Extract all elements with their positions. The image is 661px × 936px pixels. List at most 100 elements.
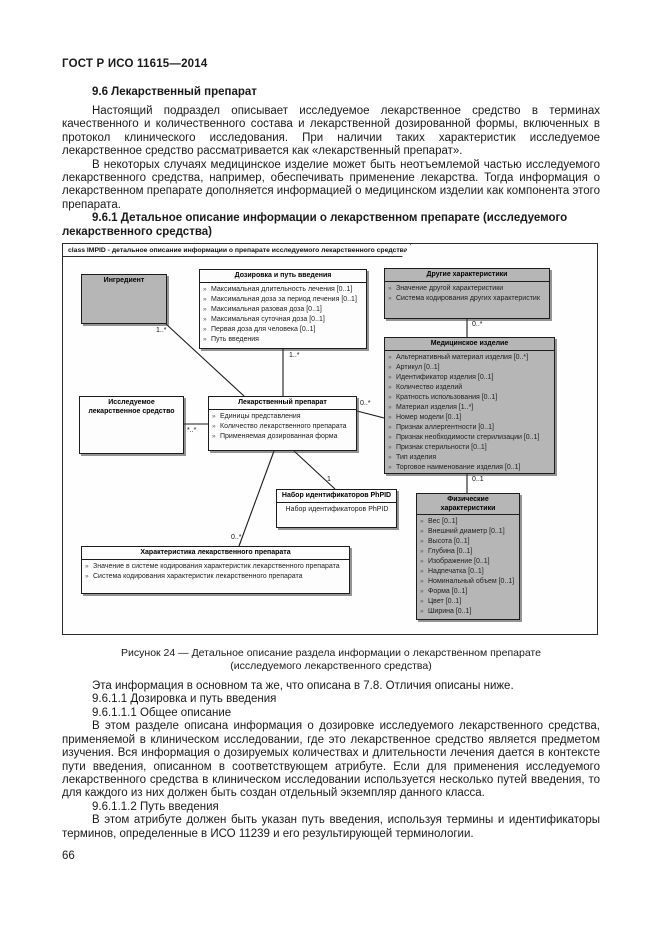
- attribute-icon: »: [212, 432, 216, 440]
- multiplicity-label-mp-to-device: 0..*: [360, 400, 371, 408]
- uml-attribute: »Набор идентификаторов PhPID: [285, 505, 389, 513]
- uml-class-title: Лекарственный препарат: [209, 397, 356, 410]
- uml-class-medicinal-product: Лекарственный препарат »Единицы представл…: [208, 396, 357, 452]
- attribute-icon: »: [388, 463, 392, 471]
- uml-attribute: »Количество лекарственного препарата: [212, 422, 347, 430]
- multiplicity-label-other-to-device: 0..*: [472, 321, 483, 329]
- uml-attribute: »Глубина [0..1]: [420, 548, 473, 556]
- attribute-icon: »: [212, 412, 216, 420]
- attribute-icon: »: [85, 562, 89, 570]
- uml-class-medical-device: Медицинское изделие»Альтернативный матер…: [384, 337, 555, 475]
- attribute-icon: »: [420, 608, 424, 616]
- subsection-heading-9-6-1-1: 9.6.1.1 Дозировка и путь введения: [92, 693, 277, 706]
- attribute-icon: »: [420, 538, 424, 546]
- uml-attribute: »Кратность использования [0..1]: [388, 393, 498, 401]
- attribute-icon: »: [203, 295, 207, 303]
- uml-class-title: Характеристика лекарственного препарата: [82, 547, 349, 560]
- section-heading-9-6-1: 9.6.1 Детальное описание информации о ле…: [62, 212, 568, 238]
- attribute-icon: »: [388, 403, 392, 411]
- uml-attribute: »Ширина [0..1]: [420, 608, 472, 616]
- attribute-icon: »: [388, 353, 392, 361]
- uml-attribute: »Тип изделия: [388, 453, 437, 461]
- multiplicity-label-device-to-physical: 0..1: [472, 476, 484, 484]
- attribute-icon: »: [85, 572, 89, 580]
- multiplicity-label-dosage-to-mp: 1..*: [289, 352, 300, 360]
- figure-caption-line2: (исследуемого лекарственного средства): [230, 660, 432, 673]
- attribute-icon: »: [388, 373, 392, 381]
- multiplicity-label-mp-to-phpid: 1: [327, 476, 331, 484]
- uml-class-title: Другие характеристики: [385, 269, 549, 282]
- multiplicity-label-imp-to-mp: *..*: [187, 427, 197, 435]
- uml-attribute: »Вес [0..1]: [420, 518, 458, 526]
- uml-class-title: Физические характеристики: [417, 494, 519, 516]
- multiplicity-label-mp-to-characteristic: 0..*: [231, 534, 242, 542]
- uml-attribute: »Первая доза для человека [0..1]: [203, 325, 316, 333]
- uml-attribute: »Признак стерильности [0..1]: [388, 443, 487, 451]
- attribute-icon: »: [203, 335, 207, 343]
- uml-class-other-characteristics: Другие характеристики »Значение другой ха…: [384, 268, 550, 320]
- uml-attribute: »Номинальный объем [0..1]: [420, 578, 515, 586]
- attribute-icon: »: [388, 284, 392, 292]
- uml-attribute: »Артикул [0..1]: [388, 363, 440, 371]
- attribute-icon: »: [420, 518, 424, 526]
- uml-attribute: »Применяемая дозированная форма: [212, 432, 338, 440]
- uml-connectors: [165, 319, 468, 547]
- uml-class-phpid-set: Набор идентификаторов PhPID »Набор иденти…: [276, 489, 397, 529]
- uml-attribute: »Количество изделий: [388, 383, 463, 391]
- uml-attribute: »Максимальная разовая доза [0..1]: [203, 305, 322, 313]
- uml-class-title: Ингредиент: [103, 277, 145, 285]
- paragraph: В некоторых случаях медицинское изделие …: [62, 158, 600, 211]
- attribute-icon: »: [388, 413, 392, 421]
- attribute-icon: »: [212, 422, 216, 430]
- uml-attribute: »Цвет [0..1]: [420, 598, 462, 606]
- attribute-icon: »: [388, 383, 392, 391]
- paragraph: В этом разделе описана информация о дози…: [62, 720, 600, 800]
- figure-24-uml-diagram: class IMPID - детальное описание информа…: [62, 243, 598, 636]
- uml-attribute: »Значение в системе кодирования характер…: [85, 562, 340, 570]
- uml-attribute: »Надпечатка [0..1]: [420, 568, 484, 576]
- uml-class-physical-characteristics: Физические характеристики »Вес [0..1] »Вне…: [416, 493, 520, 621]
- attribute-icon: »: [420, 588, 424, 596]
- page-content: ГОСТ Р ИСО 11615—2014 9.6 Лекарственный …: [62, 58, 600, 862]
- attribute-icon: »: [420, 528, 424, 536]
- paragraph: В этом атрибуте должен быть указан путь …: [62, 814, 600, 840]
- attribute-icon: »: [420, 548, 424, 556]
- attribute-icon: »: [388, 393, 392, 401]
- attribute-icon: »: [388, 453, 392, 461]
- uml-frame-label: class IMPID - детальное описание информа…: [63, 244, 411, 257]
- attribute-icon: »: [420, 578, 424, 586]
- uml-class-investigational-mp: Исследуемое лекарственное средство: [79, 396, 184, 455]
- uml-attribute: »Внешний диаметр [0..1]: [420, 528, 505, 536]
- uml-class-title: Набор идентификаторов PhPID: [277, 490, 396, 503]
- uml-attribute: »Альтернативный материал изделия [0..*]: [388, 353, 529, 361]
- attribute-icon: »: [203, 325, 207, 333]
- subsection-heading-9-6-1-1-2: 9.6.1.1.2 Путь введения: [92, 800, 219, 813]
- attribute-icon: »: [388, 423, 392, 431]
- uml-attribute: »Максимальная доза за период лечения [0.…: [203, 295, 357, 303]
- uml-attribute: »Единицы представления: [212, 412, 301, 420]
- attribute-icon: »: [420, 558, 424, 566]
- uml-attribute: »Идентификатор изделия [0..1]: [388, 373, 494, 381]
- uml-attribute: »Система кодирования других характеристи…: [388, 294, 540, 302]
- uml-attribute: »Максимальная длительность лечения [0..1…: [203, 285, 353, 293]
- attribute-icon: »: [203, 305, 207, 313]
- section-heading-9-6: 9.6 Лекарственный препарат: [92, 86, 257, 98]
- attribute-icon: »: [420, 598, 424, 606]
- attribute-icon: »: [203, 315, 207, 323]
- uml-class-title: Дозировка и путь введения: [200, 270, 366, 283]
- uml-class-mp-characteristic: Характеристика лекарственного препарата »…: [81, 546, 350, 595]
- uml-attribute: »Система кодирования характеристик лекар…: [85, 572, 303, 580]
- uml-attribute: »Высота [0..1]: [420, 538, 470, 546]
- uml-attribute: »Материал изделия [1..*]: [388, 403, 474, 411]
- attribute-icon: »: [388, 294, 392, 302]
- uml-class-ingredient: Ингредиент: [81, 274, 167, 325]
- uml-attribute: »Торговое наименование изделия [0..1]: [388, 463, 521, 471]
- subsection-heading-9-6-1-1-1: 9.6.1.1.1 Общее описание: [92, 706, 232, 719]
- uml-attribute: »Признак необходимости стерилизации [0..…: [388, 433, 540, 441]
- attribute-icon: »: [203, 285, 207, 293]
- uml-attribute: »Номер модели [0..1]: [388, 413, 462, 421]
- uml-attribute: »Значение другой характеристики: [388, 284, 504, 292]
- uml-attribute: »Форма [0..1]: [420, 588, 468, 596]
- paragraph: Эта информация в основном та же, что опи…: [92, 680, 514, 693]
